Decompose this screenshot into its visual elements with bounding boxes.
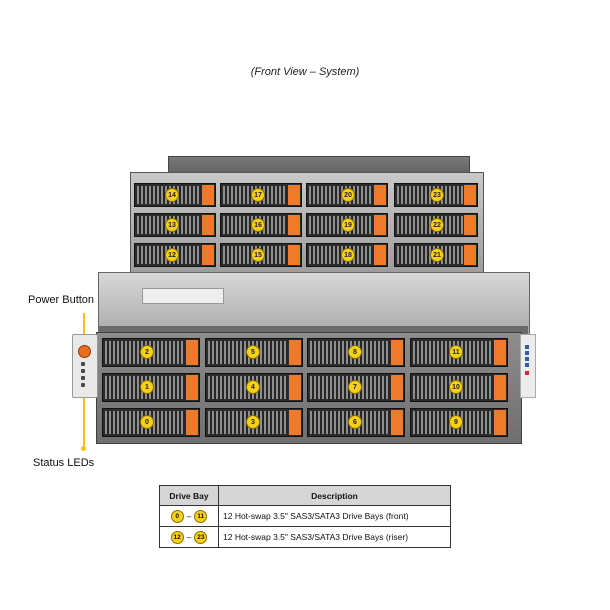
table-row: 0–11 12 Hot-swap 3.5" SAS3/SATA3 Drive B… bbox=[159, 505, 451, 527]
brand-logo-icon bbox=[522, 345, 532, 385]
drive-bay-table: Drive Bay Description 0–11 12 Hot-swap 3… bbox=[159, 485, 451, 548]
bay-number-badge: 2 bbox=[140, 345, 154, 359]
bay-start-badge: 0 bbox=[170, 509, 184, 523]
table-row: 12–23 12 Hot-swap 3.5" SAS3/SATA3 Drive … bbox=[159, 526, 451, 548]
status-led bbox=[81, 369, 85, 373]
drive-tray[interactable]: 12 bbox=[134, 243, 216, 267]
bay-number-badge: 8 bbox=[348, 345, 362, 359]
status-led bbox=[81, 376, 85, 380]
bay-end-badge: 11 bbox=[194, 509, 208, 523]
bay-number-badge: 22 bbox=[430, 218, 444, 232]
status-leds-leader bbox=[83, 392, 85, 448]
drive-tray[interactable]: 14 bbox=[134, 183, 216, 207]
drive-tray[interactable]: 5 bbox=[205, 338, 303, 367]
drive-tray[interactable]: 20 bbox=[306, 183, 388, 207]
drive-tray[interactable]: 19 bbox=[306, 213, 388, 237]
bay-number-badge: 6 bbox=[348, 415, 362, 429]
drive-tray[interactable]: 22 bbox=[394, 213, 478, 237]
bay-range-cell: 12–23 bbox=[159, 526, 219, 548]
bay-number-badge: 7 bbox=[348, 380, 362, 394]
bay-number-badge: 14 bbox=[165, 188, 179, 202]
chassis-top-cover bbox=[98, 272, 530, 336]
drive-tray[interactable]: 13 bbox=[134, 213, 216, 237]
drive-tray[interactable]: 4 bbox=[205, 373, 303, 402]
drive-tray[interactable]: 0 bbox=[102, 408, 200, 437]
drive-tray[interactable]: 10 bbox=[410, 373, 508, 402]
bay-number-badge: 15 bbox=[251, 248, 265, 262]
description-cell: 12 Hot-swap 3.5" SAS3/SATA3 Drive Bays (… bbox=[218, 505, 451, 527]
drive-bay-header: Drive Bay bbox=[159, 485, 219, 506]
bay-number-badge: 1 bbox=[140, 380, 154, 394]
bay-number-badge: 19 bbox=[341, 218, 355, 232]
power-button[interactable] bbox=[78, 345, 91, 358]
drive-tray[interactable]: 21 bbox=[394, 243, 478, 267]
power-button-leader bbox=[83, 313, 85, 347]
bay-number-badge: 13 bbox=[165, 218, 179, 232]
range-dash: – bbox=[186, 511, 192, 521]
bay-number-badge: 11 bbox=[449, 345, 463, 359]
power-button-callout: Power Button bbox=[28, 294, 95, 306]
bay-number-badge: 20 bbox=[341, 188, 355, 202]
bay-number-badge: 4 bbox=[246, 380, 260, 394]
bay-number-badge: 23 bbox=[430, 188, 444, 202]
control-panel-ear bbox=[72, 334, 98, 398]
table-header-row: Drive Bay Description bbox=[159, 485, 451, 506]
bay-number-badge: 16 bbox=[251, 218, 265, 232]
drive-tray[interactable]: 9 bbox=[410, 408, 508, 437]
bay-number-badge: 0 bbox=[140, 415, 154, 429]
range-dash: – bbox=[186, 532, 192, 542]
status-leds-callout: Status LEDs bbox=[33, 457, 95, 469]
description-header: Description bbox=[218, 485, 451, 506]
drive-tray[interactable]: 18 bbox=[306, 243, 388, 267]
chassis-label-sticker bbox=[142, 288, 224, 304]
drive-tray[interactable]: 15 bbox=[220, 243, 302, 267]
drive-tray[interactable]: 3 bbox=[205, 408, 303, 437]
bay-number-badge: 18 bbox=[341, 248, 355, 262]
status-leds-leader-dot bbox=[81, 446, 86, 451]
drive-tray[interactable]: 6 bbox=[307, 408, 405, 437]
description-cell: 12 Hot-swap 3.5" SAS3/SATA3 Drive Bays (… bbox=[218, 526, 451, 548]
drive-tray[interactable]: 17 bbox=[220, 183, 302, 207]
bay-number-badge: 10 bbox=[449, 380, 463, 394]
drive-tray[interactable]: 11 bbox=[410, 338, 508, 367]
drive-tray[interactable]: 1 bbox=[102, 373, 200, 402]
drive-tray[interactable]: 23 bbox=[394, 183, 478, 207]
bay-number-badge: 21 bbox=[430, 248, 444, 262]
bay-number-badge: 12 bbox=[165, 248, 179, 262]
chassis-top-strip bbox=[98, 326, 528, 334]
bay-start-badge: 12 bbox=[170, 530, 184, 544]
drive-tray[interactable]: 16 bbox=[220, 213, 302, 237]
figure-caption: (Front View – System) bbox=[250, 66, 360, 78]
bay-number-badge: 3 bbox=[246, 415, 260, 429]
bay-range-cell: 0–11 bbox=[159, 505, 219, 527]
bay-number-badge: 17 bbox=[251, 188, 265, 202]
bay-number-badge: 5 bbox=[246, 345, 260, 359]
drive-tray[interactable]: 7 bbox=[307, 373, 405, 402]
status-led bbox=[81, 362, 85, 366]
drive-tray[interactable]: 8 bbox=[307, 338, 405, 367]
status-led bbox=[81, 383, 85, 387]
drive-tray[interactable]: 2 bbox=[102, 338, 200, 367]
bay-number-badge: 9 bbox=[449, 415, 463, 429]
bay-end-badge: 23 bbox=[194, 530, 208, 544]
